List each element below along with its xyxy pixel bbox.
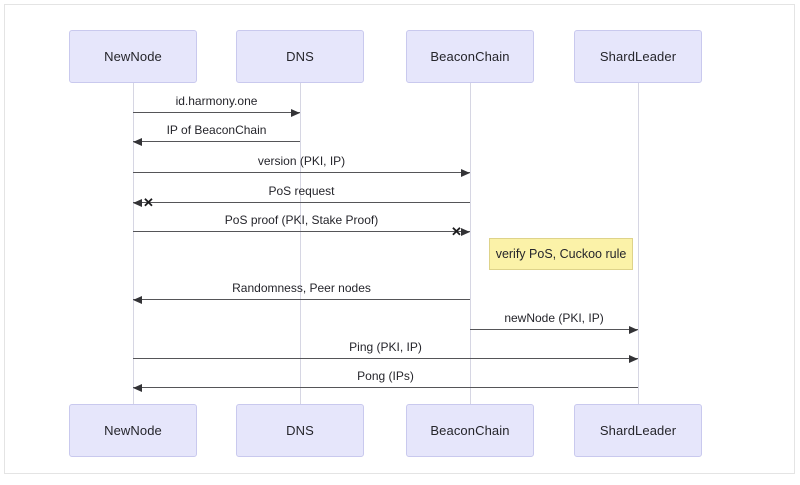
message-line xyxy=(133,141,300,142)
participant-label: DNS xyxy=(286,423,314,438)
message-line xyxy=(133,112,300,113)
lifeline-shardleader xyxy=(638,83,639,404)
arrow-head-icon xyxy=(629,325,638,334)
participant-top-dns[interactable]: DNS xyxy=(236,30,364,83)
message-label: IP of BeaconChain xyxy=(166,123,267,137)
participant-label: ShardLeader xyxy=(599,49,677,64)
message-line xyxy=(133,231,470,232)
participant-label: BeaconChain xyxy=(430,49,510,64)
arrow-head-icon xyxy=(133,137,142,146)
message-line xyxy=(470,329,638,330)
arrow-head-icon xyxy=(133,198,142,207)
participant-label: ShardLeader xyxy=(599,423,677,438)
note-box[interactable]: verify PoS, Cuckoo rule xyxy=(489,238,633,270)
message-label: PoS proof (PKI, Stake Proof) xyxy=(224,213,379,227)
participant-top-beaconchain[interactable]: BeaconChain xyxy=(406,30,534,83)
participant-bottom-beaconchain[interactable]: BeaconChain xyxy=(406,404,534,457)
note-text: verify PoS, Cuckoo rule xyxy=(495,247,627,261)
participant-label: NewNode xyxy=(104,49,162,64)
participant-label: DNS xyxy=(286,49,314,64)
participant-top-newnode[interactable]: NewNode xyxy=(69,30,197,83)
message-label: Pong (IPs) xyxy=(357,369,414,383)
message-label: Ping (PKI, IP) xyxy=(349,340,422,354)
message-label: id.harmony.one xyxy=(175,94,258,108)
message-label: Randomness, Peer nodes xyxy=(232,281,371,295)
message-line xyxy=(133,387,638,388)
message-label: newNode (PKI, IP) xyxy=(504,311,604,325)
participant-bottom-dns[interactable]: DNS xyxy=(236,404,364,457)
message-label: version (PKI, IP) xyxy=(257,154,346,168)
arrow-head-icon xyxy=(629,354,638,363)
arrow-head-icon xyxy=(461,168,470,177)
participant-label: NewNode xyxy=(104,423,162,438)
arrow-head-icon xyxy=(461,227,470,236)
message-line xyxy=(133,172,470,173)
participant-bottom-shardleader[interactable]: ShardLeader xyxy=(574,404,702,457)
blocked-x-icon: ✕ xyxy=(451,224,462,239)
message-line xyxy=(133,299,470,300)
arrow-head-icon xyxy=(133,295,142,304)
message-line xyxy=(133,358,638,359)
message-label: PoS request xyxy=(268,184,335,198)
lifeline-beaconchain xyxy=(470,83,471,404)
lifeline-newnode xyxy=(133,83,134,404)
message-line xyxy=(133,202,470,203)
participant-top-shardleader[interactable]: ShardLeader xyxy=(574,30,702,83)
participant-label: BeaconChain xyxy=(430,423,510,438)
blocked-x-icon: ✕ xyxy=(143,195,154,210)
participant-bottom-newnode[interactable]: NewNode xyxy=(69,404,197,457)
arrow-head-icon xyxy=(291,108,300,117)
arrow-head-icon xyxy=(133,383,142,392)
lifeline-dns xyxy=(300,83,301,404)
